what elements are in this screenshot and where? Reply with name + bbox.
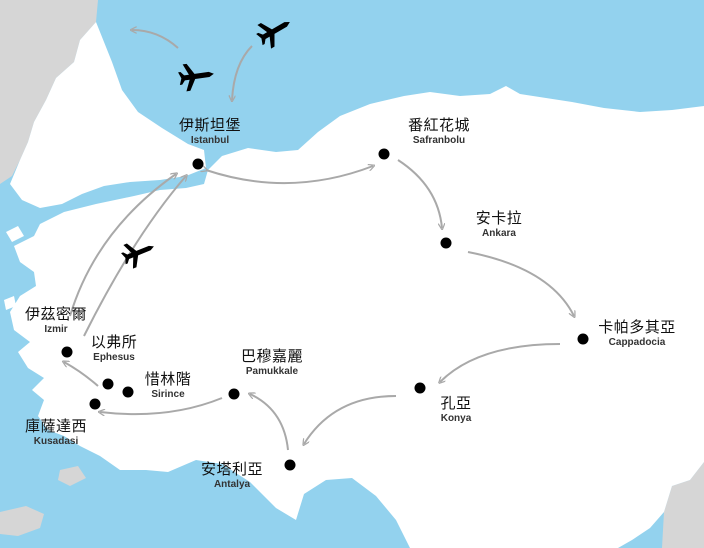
city-label-safranbolu: 番紅花城 Safranbolu (397, 118, 481, 146)
city-name-en: Konya (440, 413, 472, 424)
route-istanbul-safranbolu (206, 166, 373, 184)
city-label-ephesus: 以弗所 Ephesus (82, 335, 146, 363)
city-marker-izmir (61, 346, 73, 358)
city-markers (61, 148, 589, 471)
city-label-sirince: 惜林階 Sirince (138, 372, 198, 400)
route-antalya-pamukkale (250, 394, 289, 451)
city-marker-safranbolu (378, 148, 390, 160)
city-label-istanbul: 伊斯坦堡 Istanbul (168, 118, 252, 146)
route-izmir-istanbul-2 (83, 176, 186, 337)
island-aegean-1 (6, 226, 24, 242)
city-name-zh: 番紅花城 (407, 116, 470, 134)
city-name-en: Cappadocia (608, 337, 666, 348)
city-name-zh: 卡帕多其亞 (598, 318, 676, 336)
city-marker-ephesus (102, 378, 114, 390)
city-name-zh: 安塔利亞 (200, 460, 263, 478)
city-marker-istanbul (192, 158, 204, 170)
island-lower-left (58, 466, 86, 486)
city-label-kusadasi: 庫薩達西 Kusadasi (14, 419, 98, 447)
route-ankara-cappadocia (467, 251, 574, 316)
city-name-en: Ephesus (93, 352, 135, 363)
city-name-en: Istanbul (190, 135, 230, 146)
city-name-en: Kusadasi (33, 436, 79, 447)
route-lines (64, 30, 574, 451)
city-marker-pamukkale (228, 388, 240, 400)
island-southwest (0, 506, 44, 536)
city-name-en: Izmir (44, 324, 68, 335)
city-name-zh: 伊斯坦堡 (178, 116, 241, 134)
city-marker-kusadasi (89, 398, 101, 410)
neighbor-land-northwest (0, 0, 98, 184)
city-marker-konya (414, 382, 426, 394)
route-izmir-istanbul-1 (69, 174, 176, 317)
city-marker-cappadocia (577, 333, 589, 345)
city-name-en: Safranbolu (412, 135, 466, 146)
city-marker-ankara (440, 237, 452, 249)
city-name-zh: 安卡拉 (475, 209, 523, 227)
city-marker-sirince (122, 386, 134, 398)
route-safranbolu-ankara (397, 159, 442, 228)
island-aegean-2 (4, 296, 16, 310)
city-label-cappadocia: 卡帕多其亞 Cappadocia (590, 320, 684, 348)
city-name-zh: 庫薩達西 (24, 417, 87, 435)
neighbor-land-southeast (662, 462, 704, 548)
city-name-zh: 惜林階 (144, 370, 192, 388)
city-label-izmir: 伊茲密爾 Izmir (14, 307, 98, 335)
route-konya-antalya (304, 395, 397, 444)
route-pamukkale-kusadasi (100, 397, 223, 414)
city-name-en: Ankara (482, 228, 516, 239)
route-flight-out (132, 30, 179, 49)
route-cappadocia-konya (440, 343, 561, 382)
city-label-antalya: 安塔利亞 Antalya (190, 462, 274, 490)
city-name-zh: 以弗所 (90, 333, 138, 351)
city-label-pamukkale: 巴穆嘉麗 Pamukkale (230, 349, 314, 377)
city-name-en: Sirince (151, 389, 185, 400)
city-marker-antalya (284, 459, 296, 471)
city-name-zh: 巴穆嘉麗 (240, 347, 303, 365)
city-label-konya: 孔亞 Konya (426, 396, 486, 424)
land-anatolia (10, 86, 704, 548)
land-thrace (10, 22, 206, 208)
city-name-en: Antalya (213, 479, 251, 490)
route-flight-in (232, 45, 253, 100)
city-name-en: Pamukkale (245, 366, 299, 377)
city-name-zh: 孔亞 (440, 394, 472, 412)
route-ephesus-izmir (64, 362, 99, 387)
city-name-zh: 伊茲密爾 (24, 305, 87, 323)
city-label-ankara: 安卡拉 Ankara (462, 211, 536, 239)
